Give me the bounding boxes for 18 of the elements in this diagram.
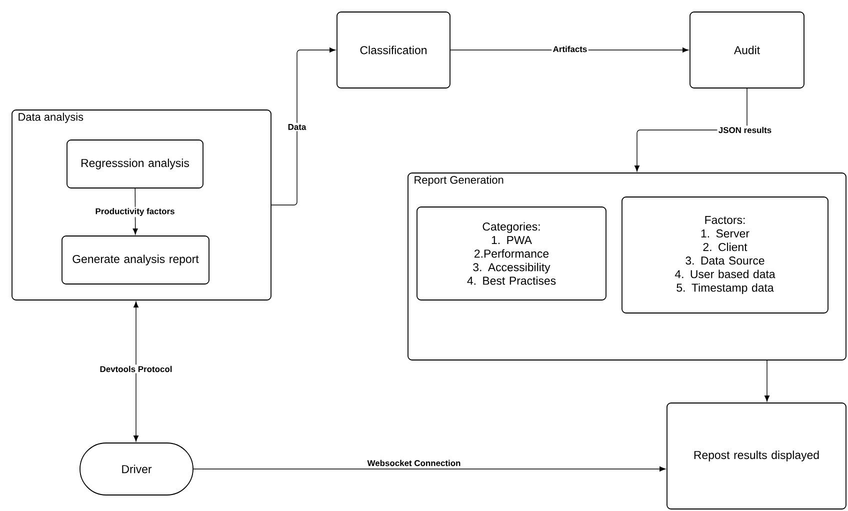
edge-label: Data bbox=[286, 122, 308, 132]
edge-label: Websocket Connection bbox=[366, 458, 462, 468]
process-box: Regresssion analysis bbox=[66, 140, 204, 188]
process-box: Generate analysis report bbox=[62, 236, 210, 284]
process-box: Factors: 1. Server 2. Client 3. Data Source 4. User based data 5. Timestamp data bbox=[622, 196, 828, 314]
process-box: Audit bbox=[690, 12, 804, 88]
edge-label: Productivity factors bbox=[94, 206, 176, 218]
arrow bbox=[764, 360, 770, 402]
edge-label: Artifacts bbox=[552, 44, 588, 54]
process-box: Categories: 1. PWA 2.Performance 3. Accessibility 4. Best Practises bbox=[416, 206, 606, 300]
arrow bbox=[134, 301, 138, 442]
edge-label: Devtools Protocol bbox=[98, 364, 174, 374]
arrow bbox=[193, 466, 666, 472]
edge-label: JSON results bbox=[717, 126, 773, 134]
process-box: Classification bbox=[336, 12, 450, 88]
process-box: Repost results displayed bbox=[666, 402, 846, 510]
arrow bbox=[271, 48, 336, 206]
arrow bbox=[132, 188, 138, 234]
